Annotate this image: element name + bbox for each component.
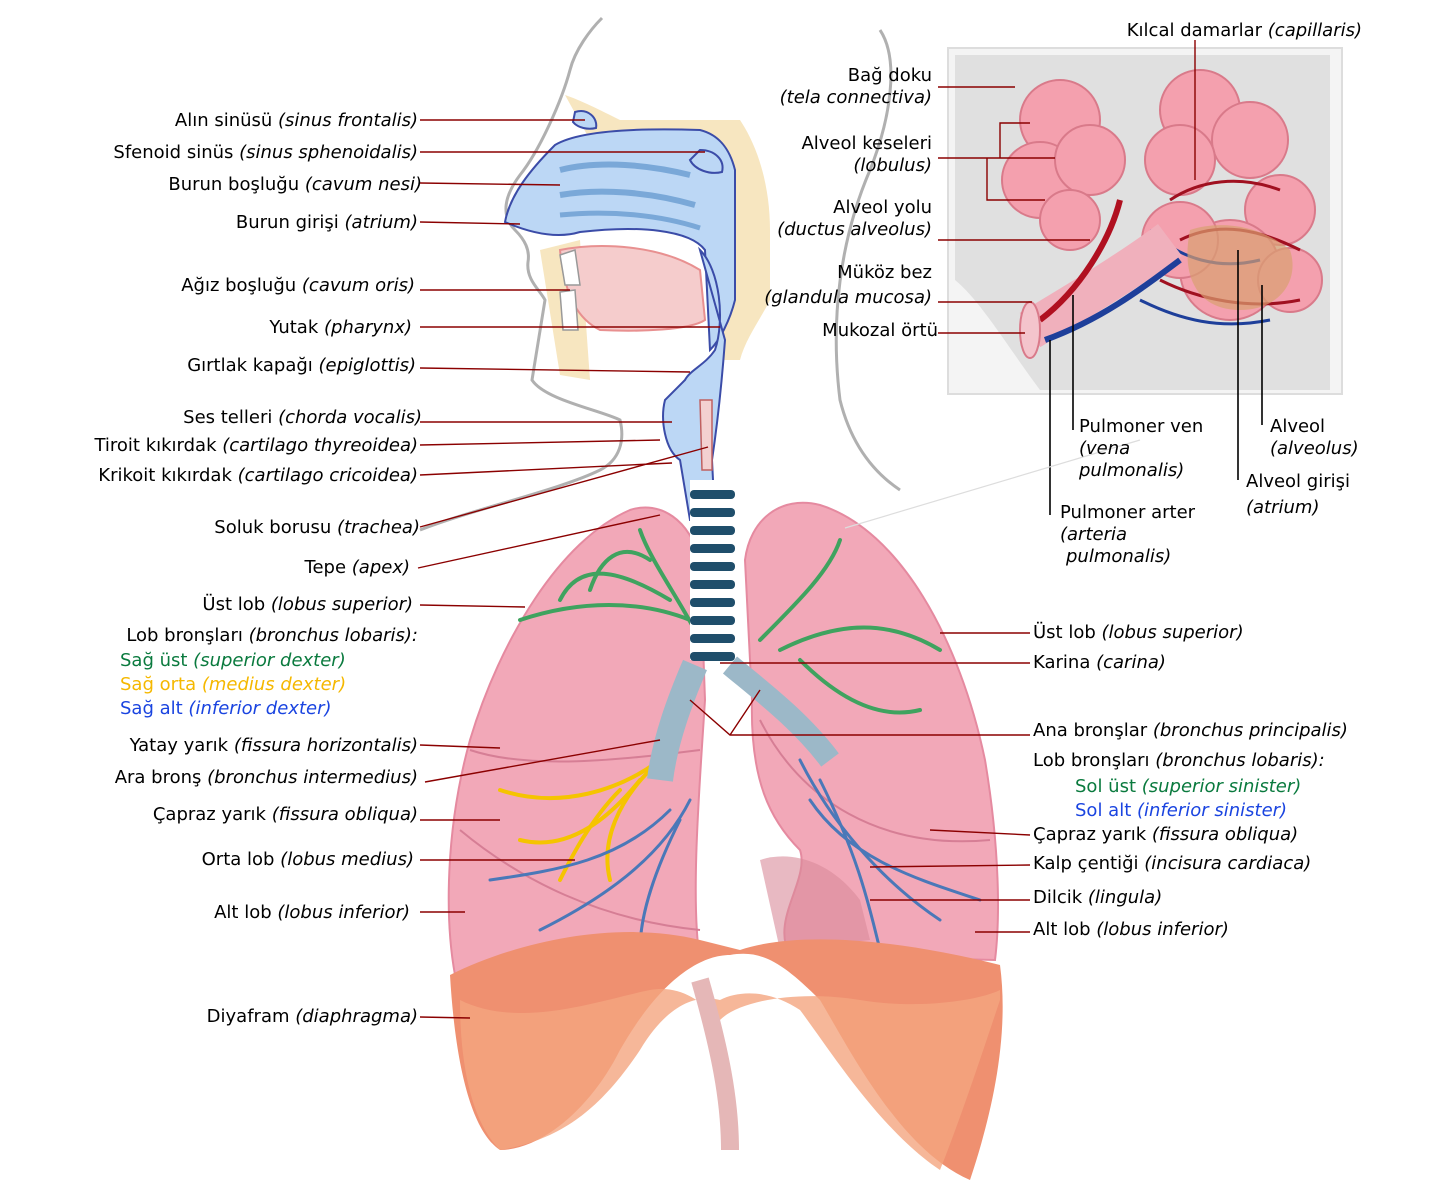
label-alin-sinusu: Alın sinüsü (sinus frontalis) <box>175 110 418 131</box>
label-alveol: Alveol <box>1270 416 1325 437</box>
label-sol-ust: Sol üst (superior sinister) <box>1075 776 1301 797</box>
label-alveol-yolu: Alveol yolu <box>833 197 932 218</box>
label-pulmoner-ven-lat2: pulmonalis) <box>1078 460 1184 481</box>
labels-right: Üst lob (lobus superior) Karina (carina)… <box>1033 621 1348 940</box>
label-sag-alt: Sağ alt (inferior dexter) <box>120 698 332 719</box>
label-mukoz-bez-lat: (glandula mucosa) <box>764 287 932 308</box>
label-mukoz-bez: Müköz bez <box>837 262 932 283</box>
label-ust-lob-sol: Üst lob (lobus superior) <box>1033 621 1244 643</box>
label-alveol-girisi-lat: (atrium) <box>1246 497 1319 518</box>
label-alveol-lat: (alveolus) <box>1270 438 1359 459</box>
lungs-illustration <box>447 480 1003 1180</box>
leader-lines-left <box>417 119 720 1019</box>
label-karina: Karina (carina) <box>1033 652 1166 673</box>
label-alveol-girisi: Alveol girişi <box>1246 471 1350 492</box>
label-alveol-keseleri: Alveol keseleri <box>801 133 932 154</box>
label-ses-telleri: Ses telleri (chorda vocalis) <box>183 407 422 428</box>
label-lob-bronslari-sol: Lob bronşları (bronchus lobaris): <box>1033 750 1325 771</box>
label-pulmoner-arter-lat2: pulmonalis) <box>1065 546 1171 567</box>
label-alt-lob-sol: Alt lob (lobus inferior) <box>1033 919 1229 940</box>
label-kalp-centigi: Kalp çentiği (incisura cardiaca) <box>1033 853 1311 874</box>
label-burun-boslugu: Burun boşluğu (cavum nesi) <box>168 174 422 195</box>
label-kilcal-damarlar: Kılcal damarlar (capillaris) <box>1127 20 1362 41</box>
label-pulmoner-ven-lat1: (vena <box>1079 438 1130 459</box>
label-agiz-boslugu: Ağız boşluğu (cavum oris) <box>181 275 415 296</box>
label-sol-alt: Sol alt (inferior sinister) <box>1075 800 1287 821</box>
label-pulmoner-arter-lat1: (arteria <box>1060 524 1127 545</box>
label-ana-bronslar: Ana bronşlar (bronchus principalis) <box>1033 720 1348 741</box>
label-krikoit-kikirdak: Krikoit kıkırdak (cartilago cricoidea) <box>98 465 418 486</box>
label-girtlak-kapagi: Gırtlak kapağı (epiglottis) <box>187 355 416 376</box>
label-yatay-yarik: Yatay yarık (fissura horizontalis) <box>129 735 418 756</box>
label-sfenoid-sinus: Sfenoid sinüs (sinus sphenoidalis) <box>113 142 418 163</box>
inset-leaders <box>844 40 1263 529</box>
label-pulmoner-ven: Pulmoner ven <box>1079 416 1203 437</box>
leader-lines-right <box>689 632 1031 933</box>
label-dilcik: Dilcik (lingula) <box>1033 887 1162 908</box>
label-mukozal-ortu: Mukozal örtü <box>822 320 938 341</box>
label-capraz-yarik-sag: Çapraz yarık (fissura obliqua) <box>153 804 418 825</box>
label-orta-lob: Orta lob (lobus medius) <box>202 849 414 870</box>
label-ust-lob-sag: Üst lob (lobus superior) <box>202 593 413 615</box>
label-lob-bronslari-sag: Lob bronşları (bronchus lobaris): <box>126 625 418 646</box>
label-alveol-keseleri-lat: (lobulus) <box>853 155 932 176</box>
labels-inset: Kılcal damarlar (capillaris) Bağ doku (t… <box>764 20 1362 567</box>
label-diyafram: Diyafram (diaphragma) <box>207 1006 418 1027</box>
label-tiroit-kikirdak: Tiroit kıkırdak (cartilago thyreoidea) <box>93 435 418 456</box>
label-soluk-borusu: Soluk borusu (trachea) <box>214 517 420 538</box>
trachea-rings <box>647 480 839 782</box>
label-sag-ust: Sağ üst (superior dexter) <box>120 650 346 671</box>
label-ara-brons: Ara bronş (bronchus intermedius) <box>115 767 418 788</box>
alveoli-inset <box>947 47 1343 395</box>
labels-left: Alın sinüsü (sinus frontalis) Sfenoid si… <box>93 110 422 1027</box>
label-sag-orta: Sağ orta (medius dexter) <box>120 674 346 695</box>
label-yutak: Yutak (pharynx) <box>268 317 412 338</box>
label-bag-doku: Bağ doku <box>848 65 932 86</box>
label-alt-lob-sag: Alt lob (lobus inferior) <box>214 902 410 923</box>
label-capraz-yarik-sol: Çapraz yarık (fissura obliqua) <box>1033 824 1298 845</box>
label-tepe: Tepe (apex) <box>304 557 410 578</box>
label-bag-doku-lat: (tela connectiva) <box>780 87 932 108</box>
label-alveol-yolu-lat: (ductus alveolus) <box>777 219 932 240</box>
label-burun-girisi: Burun girişi (atrium) <box>236 212 418 233</box>
label-pulmoner-arter: Pulmoner arter <box>1060 502 1196 523</box>
head-illustration <box>419 16 901 532</box>
